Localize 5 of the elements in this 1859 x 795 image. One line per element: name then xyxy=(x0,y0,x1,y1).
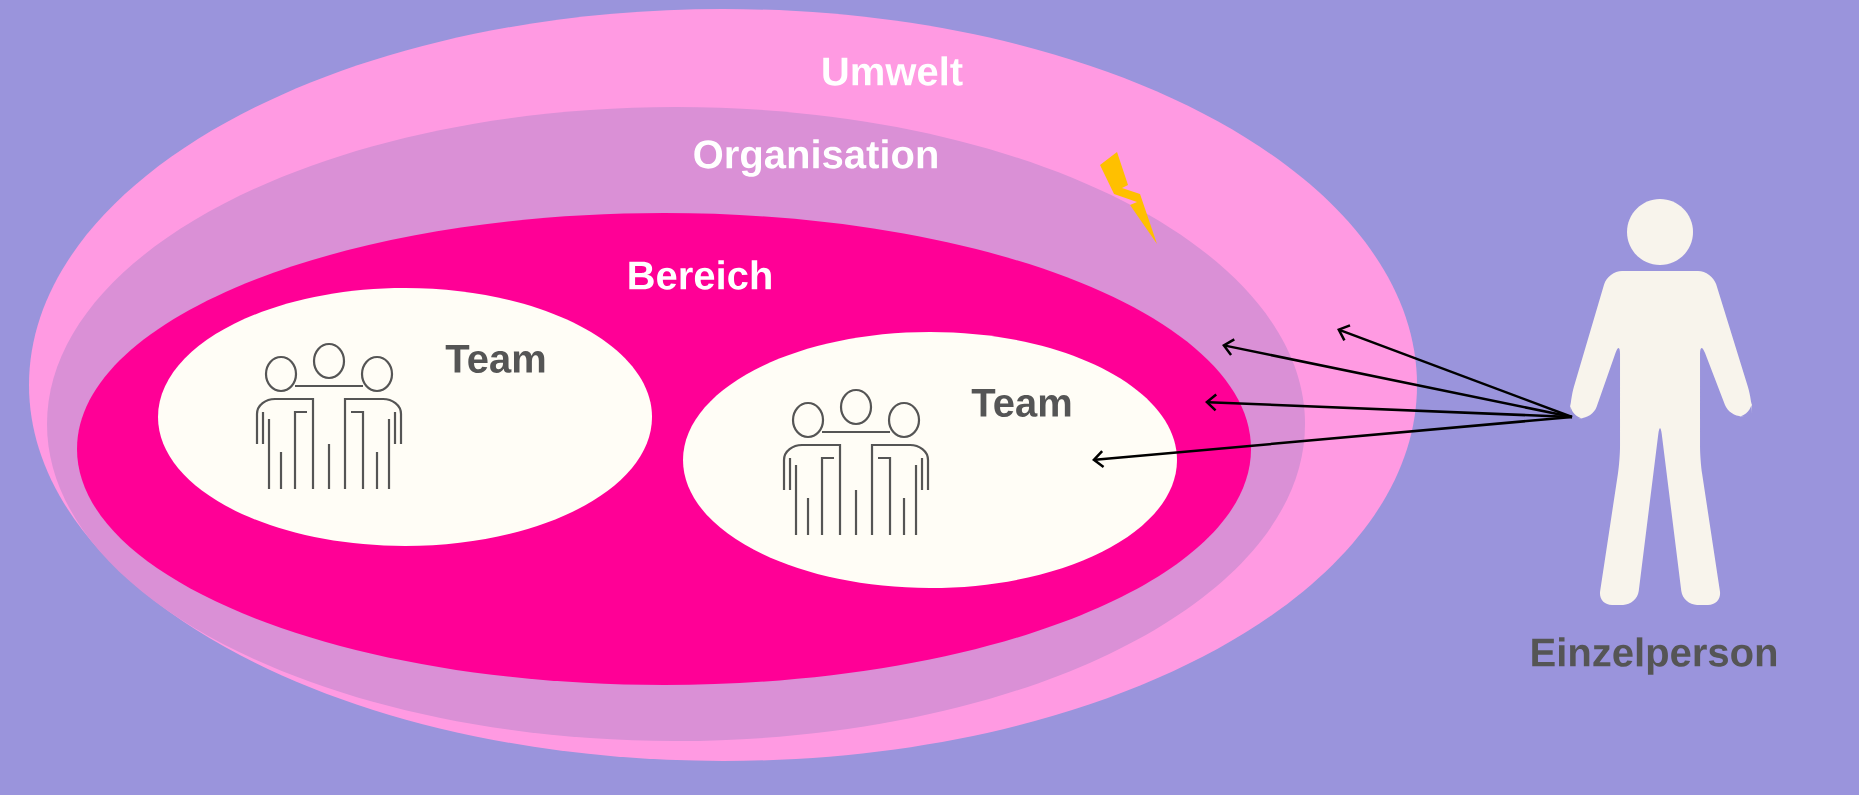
arrow xyxy=(1337,324,1573,419)
arrow xyxy=(1092,415,1573,468)
arrow xyxy=(1222,338,1573,419)
person-figure: Einzelperson xyxy=(1532,199,1777,675)
node-label: Einzelperson xyxy=(1532,637,1777,675)
